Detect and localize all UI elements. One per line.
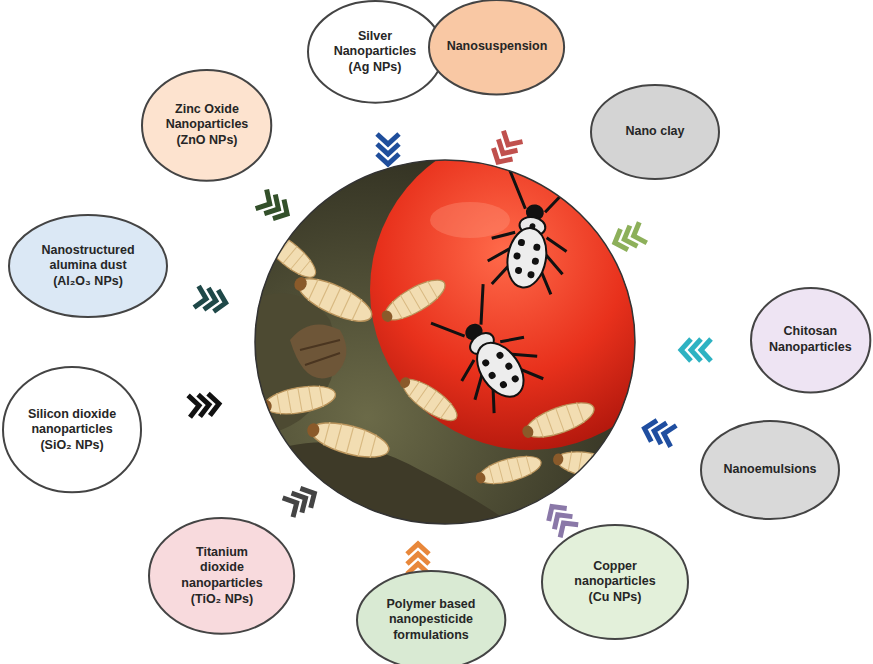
node-label: Zinc Oxide Nanoparticles (ZnO NPs) — [161, 102, 253, 149]
ellipse-fill — [429, 0, 564, 94]
pest-photo — [250, 130, 690, 530]
chevron-arrows — [188, 131, 711, 574]
ellipse-fill — [3, 367, 141, 492]
node-label: Copper nanoparticles (Cu NPs) — [569, 559, 661, 606]
ellipse-fill — [9, 215, 167, 317]
ellipse-fill — [357, 571, 505, 664]
ellipse-node: Titanium dioxide nanoparticles (TiO₂ NPs… — [148, 517, 295, 635]
ellipse-node: Nanostructured alumina dust (Al₂O₃ NPs) — [8, 214, 168, 318]
ellipse-node: Nanosuspension — [428, 0, 565, 95]
ellipse-fill — [142, 70, 271, 181]
node-label: Nano clay — [615, 124, 695, 140]
ellipse-node: Polymer based nanopesticide formulations — [356, 570, 506, 664]
node-label: Silicon dioxide nanoparticles (SiO₂ NPs) — [20, 407, 124, 454]
node-label: Titanium dioxide nanoparticles (TiO₂ NPs… — [176, 545, 268, 608]
ellipse-fill — [751, 288, 870, 392]
ellipse-node: Chitosan Nanoparticles — [750, 287, 871, 393]
ellipse-node: Copper nanoparticles (Cu NPs) — [541, 524, 689, 640]
node-label: Chitosan Nanoparticles — [764, 324, 856, 355]
ellipse-node: Silver Nanoparticles (Ag NPs) — [307, 0, 444, 104]
ellipse-fill — [591, 85, 719, 179]
ellipse-fill — [149, 518, 294, 634]
node-label: Nanosuspension — [441, 39, 553, 55]
ellipse-fill — [308, 1, 443, 103]
ellipse-node: Silicon dioxide nanoparticles (SiO₂ NPs) — [2, 366, 142, 493]
photo-border — [255, 160, 635, 524]
ellipse-fill — [542, 525, 688, 639]
ellipse-node: Nanoemulsions — [700, 420, 840, 520]
ellipse-node: Nano clay — [590, 84, 720, 180]
node-label: Nanostructured alumina dust (Al₂O₃ NPs) — [34, 243, 142, 290]
ellipse-fill — [701, 421, 839, 519]
node-label: Silver Nanoparticles (Ag NPs) — [329, 29, 421, 76]
ellipse-node: Zinc Oxide Nanoparticles (ZnO NPs) — [141, 69, 272, 182]
node-label: Polymer based nanopesticide formulations — [381, 597, 481, 644]
node-label: Nanoemulsions — [715, 462, 825, 478]
